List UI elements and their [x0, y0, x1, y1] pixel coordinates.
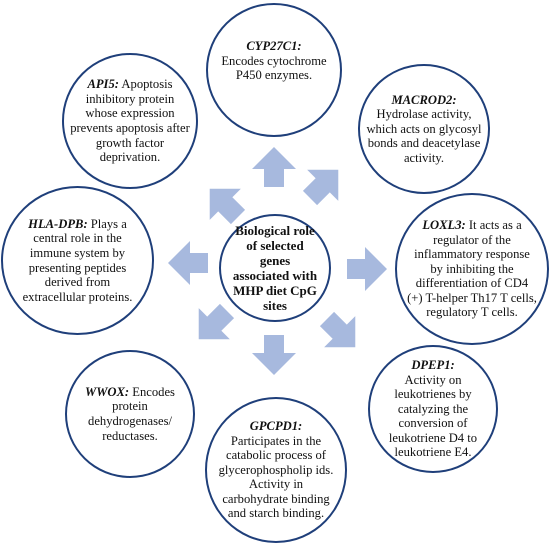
gene-name: CYP27C1: — [246, 39, 302, 54]
gene-text: HLA-DPB: Plays a central role in the imm… — [13, 217, 142, 305]
gene-description: Participates in the catabolic process of… — [218, 433, 334, 521]
gene-name: DPEP1: — [411, 357, 455, 372]
center-node: Biological role of selected genes associ… — [219, 214, 331, 322]
gene-description: Encodes cytochrome P450 enzymes. — [221, 53, 327, 83]
gene-text: LOXL3: It acts as a regulator of the inf… — [407, 218, 537, 320]
gene-name: MACROD2: — [391, 92, 457, 107]
gene-text: DPEP1: Activity on leukotrienes by catal… — [376, 358, 490, 460]
arrow-right — [347, 247, 387, 291]
gene-text: GPCPD1: Participates in the catabolic pr… — [217, 419, 335, 521]
gene-name: GPCPD1: — [249, 418, 303, 433]
gene-text: WWOX: Encodes protein dehydrogenases/ re… — [73, 385, 187, 443]
gene-node-hla-dpb: HLA-DPB: Plays a central role in the imm… — [1, 186, 154, 335]
arrow-up-left — [209, 188, 246, 225]
gene-name: API5: — [87, 77, 119, 92]
gene-description: Hydrolase activity, which acts on glycos… — [366, 107, 482, 165]
gene-node-api5: API5: Apoptosis inhibitory protein whose… — [62, 53, 198, 189]
arrow-down-right — [319, 311, 356, 348]
gene-node-loxl3: LOXL3: It acts as a regulator of the inf… — [395, 193, 549, 345]
gene-node-wwox: WWOX: Encodes protein dehydrogenases/ re… — [65, 350, 195, 478]
arrow-up — [252, 147, 296, 187]
gene-node-cyp27c1: CYP27C1: Encodes cytochrome P450 enzymes… — [206, 3, 342, 137]
gene-name: WWOX: — [85, 384, 130, 399]
gene-text: API5: Apoptosis inhibitory protein whose… — [70, 77, 190, 165]
arrow-left — [168, 241, 208, 285]
center-title: Biological role of selected genes associ… — [232, 223, 318, 313]
gene-node-dpep1: DPEP1: Activity on leukotrienes by catal… — [368, 345, 498, 473]
gene-node-macrod2: MACROD2: Hydrolase activity, which acts … — [358, 64, 490, 194]
gene-description: Apoptosis inhibitory protein whose expre… — [70, 77, 190, 165]
arrow-up-right — [302, 169, 339, 206]
gene-text: CYP27C1: Encodes cytochrome P450 enzymes… — [214, 39, 334, 83]
gene-name: HLA-DPB: — [28, 216, 88, 231]
gene-description: Encodes protein dehydrogenases/ reductas… — [88, 384, 175, 443]
gene-description: Plays a central role in the immune syste… — [22, 216, 133, 304]
gene-description: Activity on leukotrienes by catalyzing t… — [388, 372, 478, 460]
gene-description: It acts as a regulator of the inflammato… — [407, 217, 537, 320]
gene-text: MACROD2: Hydrolase activity, which acts … — [366, 93, 482, 166]
gene-name: LOXL3: — [422, 217, 466, 232]
gene-node-gpcpd1: GPCPD1: Participates in the catabolic pr… — [205, 397, 347, 543]
arrow-down-left — [198, 303, 235, 340]
arrow-down — [252, 335, 296, 375]
